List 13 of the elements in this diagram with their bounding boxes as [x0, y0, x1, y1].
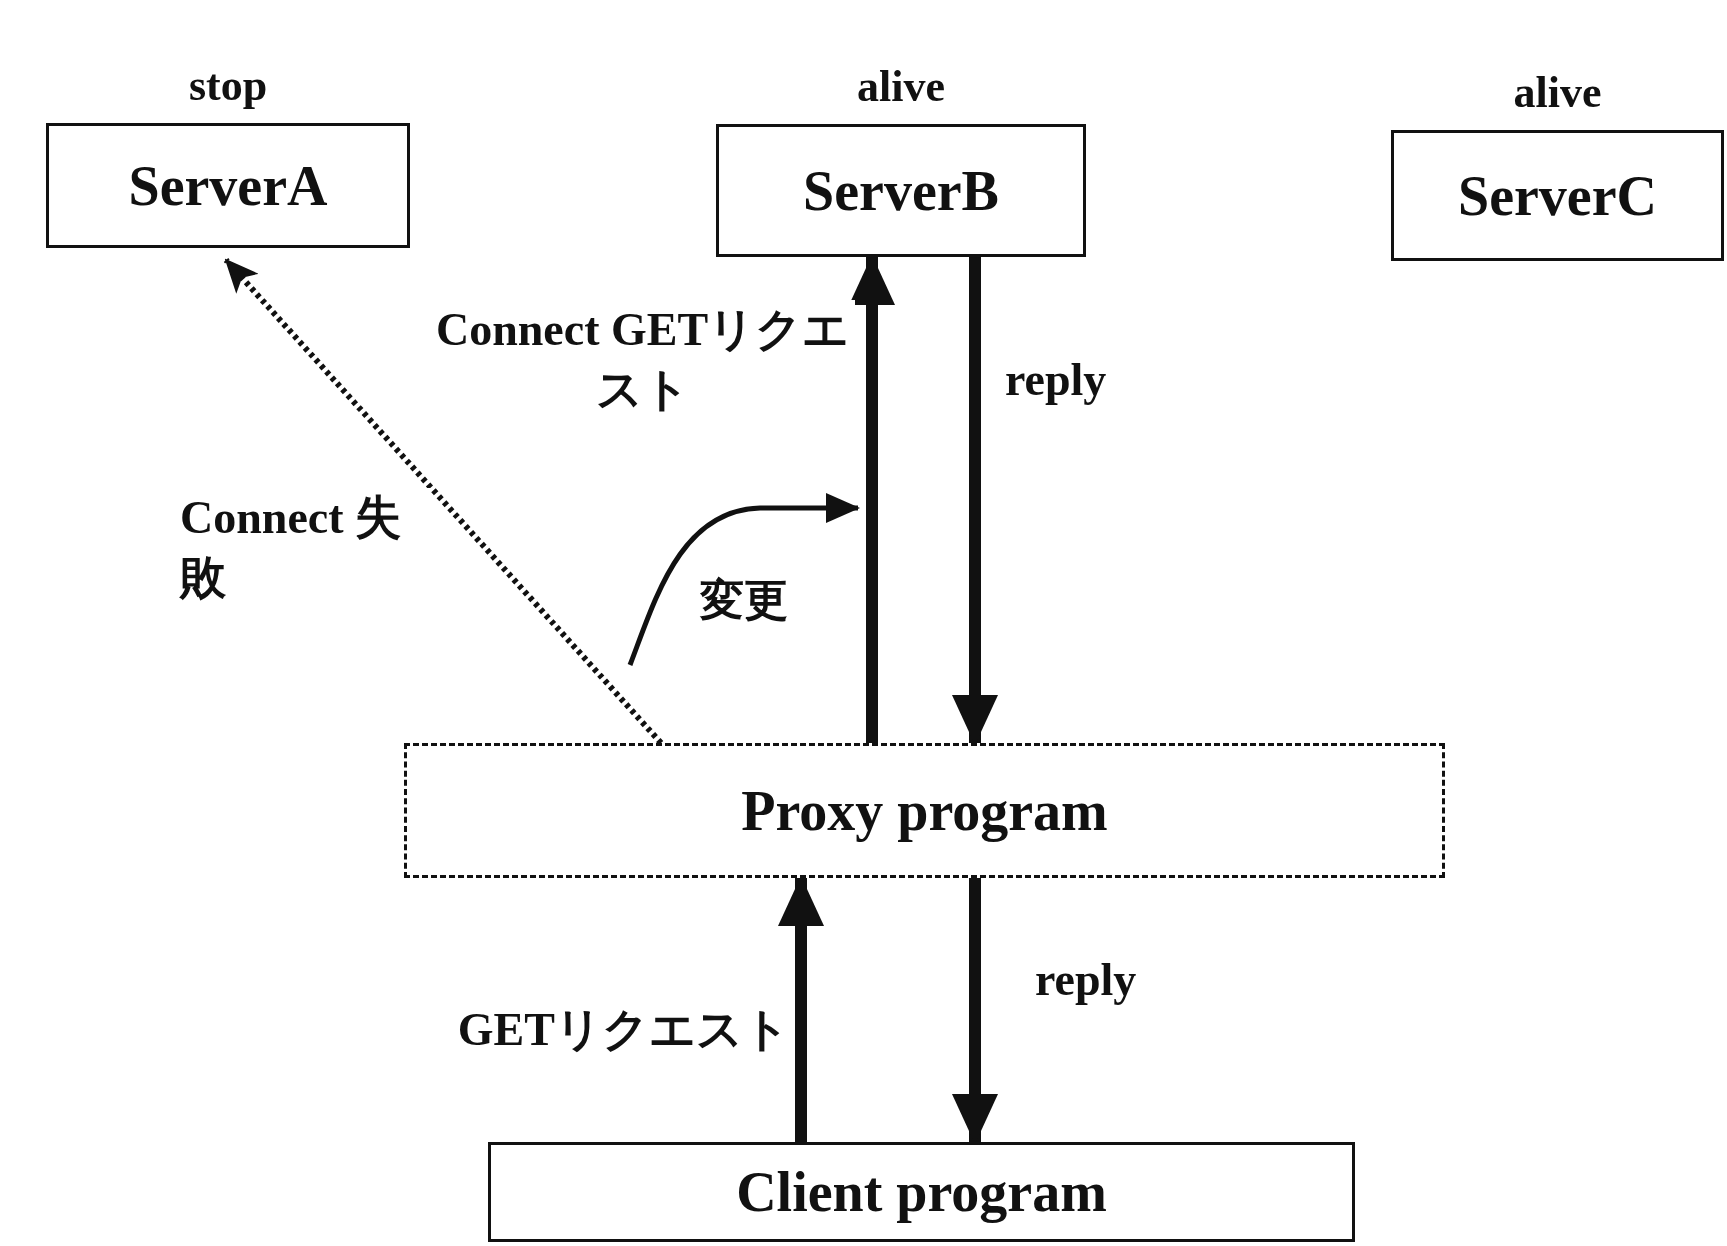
arrow [849, 255, 895, 743]
status-label: alive [857, 65, 945, 109]
program-box [488, 1142, 1355, 1242]
arrow [778, 876, 824, 1142]
status-label: alive [1513, 71, 1602, 115]
node-label: ServerB [803, 162, 999, 219]
arrow [223, 258, 664, 745]
arrow [952, 257, 998, 745]
node-label: ServerC [1458, 167, 1657, 224]
program-box [404, 743, 1445, 878]
arrow [952, 878, 998, 1144]
node-label: ServerA [128, 157, 328, 214]
status-label: stop [188, 64, 268, 108]
